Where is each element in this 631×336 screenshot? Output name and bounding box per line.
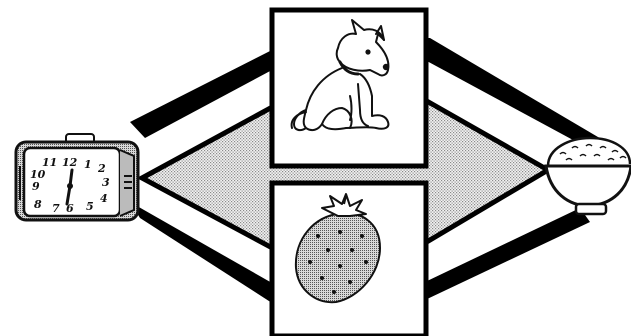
clock-numeral: 10 [30, 168, 46, 181]
clock-numeral: 5 [86, 200, 94, 213]
clock-numeral: 1 [84, 158, 92, 171]
clock-numeral: 2 [97, 162, 106, 175]
strawberry-panel [272, 183, 426, 336]
clock-numeral: 3 [102, 176, 110, 189]
alarm-clock-icon: 12 1 2 3 4 5 6 7 8 9 10 11 [16, 134, 138, 220]
clock-numeral: 8 [34, 198, 42, 211]
clock-numeral: 12 [62, 156, 78, 169]
clock-numeral: 4 [100, 192, 108, 205]
clock-numeral: 7 [52, 202, 60, 215]
dog-panel [272, 10, 426, 166]
clock-numeral: 9 [32, 180, 40, 193]
rice-bowl-icon [546, 138, 631, 214]
clock-numeral: 11 [42, 156, 57, 169]
